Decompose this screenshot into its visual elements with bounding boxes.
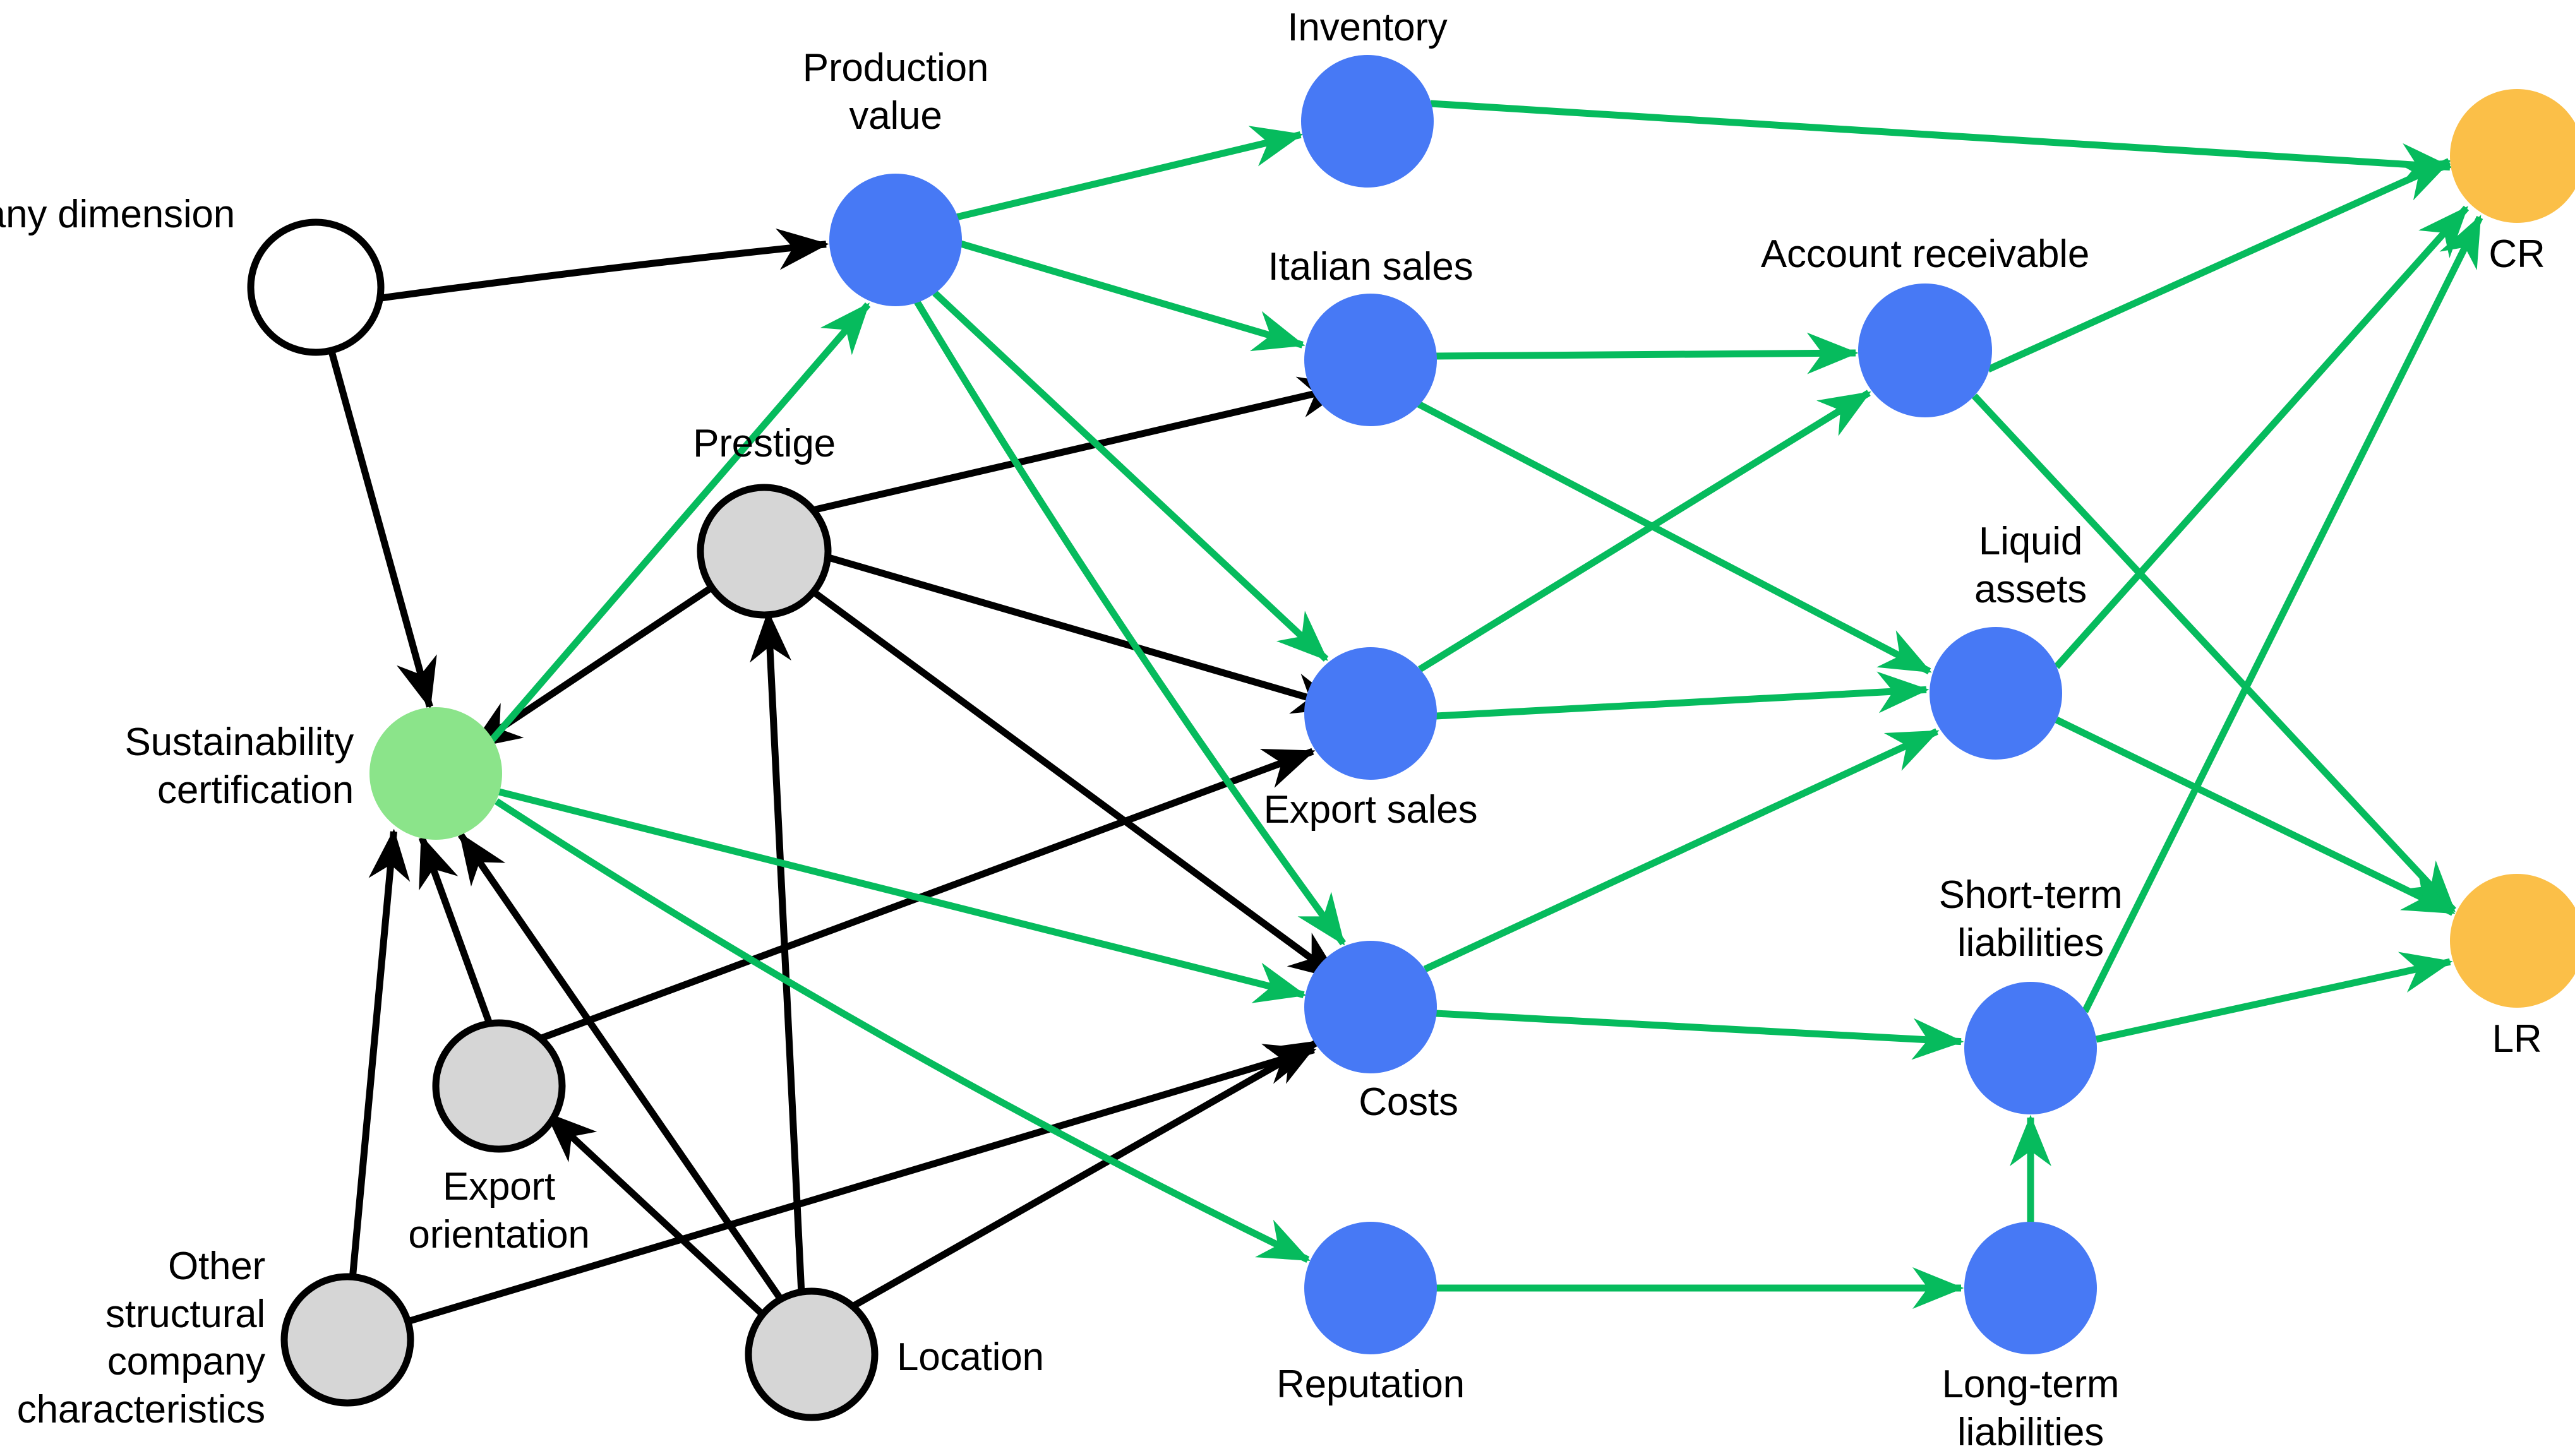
- graph-node-production-value[interactable]: [829, 174, 962, 306]
- edge-layer: [327, 100, 2483, 1326]
- node-label-line: Short-term: [1938, 873, 2123, 917]
- graph-edge: [327, 348, 437, 710]
- graph-node-liquid-assets[interactable]: [1930, 627, 2062, 760]
- node-label-line: value: [849, 93, 942, 138]
- node-label-line: Long-term: [1942, 1363, 2120, 1406]
- graph-node-sustainability-certification[interactable]: [369, 707, 502, 840]
- graph-edge: [1417, 401, 1932, 675]
- graph-node-export-orientation[interactable]: [432, 1019, 566, 1153]
- graph-node-export-sales[interactable]: [1304, 647, 1437, 780]
- node-label-line: Liquid: [1978, 520, 2083, 563]
- node-label-reputation: Reputation: [1276, 1361, 1465, 1409]
- node-label-line: CR: [2488, 232, 2545, 276]
- graph-edge: [1436, 1010, 1964, 1060]
- graph-edge: [349, 828, 411, 1280]
- graph-edge: [1430, 100, 2453, 185]
- graph-edge: [2095, 952, 2453, 1043]
- node-label-line: Costs: [1359, 1080, 1458, 1124]
- graph-edge: [418, 835, 494, 1027]
- graph-edge: [914, 300, 1347, 946]
- graph-edge: [376, 228, 829, 302]
- node-label-line: Prestige: [693, 422, 836, 465]
- graph-edge: [1436, 671, 1930, 720]
- graph-node-costs[interactable]: [1304, 941, 1437, 1073]
- node-label-line: LR: [2492, 1017, 2542, 1061]
- node-label-line: Sustainability: [124, 720, 354, 764]
- graph-edge: [823, 552, 1345, 714]
- graph-edge: [1971, 393, 2456, 913]
- graph-edge: [846, 1039, 1321, 1312]
- node-label-line: Other: [167, 1244, 265, 1288]
- node-label-line: company: [107, 1340, 265, 1384]
- graph-edge: [2053, 205, 2470, 669]
- node-label-inventory: Inventory: [1287, 4, 1447, 52]
- node-label-cr: CR: [2488, 230, 2545, 278]
- node-label-line: Company dimension: [0, 193, 235, 236]
- graph-edge: [959, 240, 1306, 352]
- graph-edge: [544, 1111, 769, 1321]
- graph-node-company-dimension[interactable]: [247, 218, 385, 356]
- graph-node-italian-sales[interactable]: [1304, 294, 1437, 426]
- graph-edge: [1423, 728, 1940, 972]
- graph-node-location[interactable]: [745, 1287, 879, 1421]
- node-label-line: Reputation: [1276, 1363, 1465, 1406]
- node-label-line: certification: [157, 768, 354, 812]
- node-label-lr: LR: [2492, 1015, 2542, 1063]
- node-label-line: Inventory: [1287, 6, 1448, 49]
- graph-node-long-term-liabilities[interactable]: [1964, 1222, 2097, 1354]
- graph-edge: [807, 586, 1341, 981]
- node-label-line: characteristics: [16, 1387, 265, 1431]
- graph-edge: [750, 610, 805, 1294]
- graph-edge: [932, 290, 1329, 662]
- node-layer: [247, 55, 2575, 1421]
- graph-edge: [1418, 390, 1871, 672]
- graph-edge: [404, 1044, 1317, 1326]
- graph-edge: [2055, 717, 2456, 916]
- node-label-account-receivable: Account receivable: [1761, 230, 2089, 278]
- graph-edge: [495, 798, 1311, 1263]
- node-label-line: orientation: [408, 1212, 590, 1256]
- node-label-line: Export sales: [1263, 788, 1478, 832]
- node-label-line: Italian sales: [1268, 245, 1474, 289]
- graph-node-prestige[interactable]: [697, 484, 832, 619]
- node-label-line: liabilities: [1957, 921, 2104, 965]
- graph-edge: [495, 787, 1307, 1003]
- node-label-line: assets: [1974, 567, 2087, 611]
- graph-edge: [1986, 158, 2452, 373]
- node-label-costs: Costs: [1359, 1078, 1458, 1126]
- graph-edge: [537, 748, 1316, 1043]
- graph-node-short-term-liabilities[interactable]: [1964, 982, 2097, 1114]
- node-label-line: Location: [897, 1335, 1044, 1379]
- graph-edge: [2082, 215, 2483, 1013]
- node-label-line: structural: [105, 1292, 265, 1336]
- graph-node-other-structural-company-characteristics[interactable]: [280, 1273, 414, 1407]
- graph-edge: [1436, 332, 1859, 374]
- graph-edge: [798, 376, 1351, 517]
- node-label-company-dimension: Company dimension: [0, 191, 235, 239]
- graph-edge: [488, 302, 871, 743]
- graph-node-inventory[interactable]: [1301, 55, 1434, 188]
- graph-node-account-receivable[interactable]: [1858, 283, 1992, 417]
- node-label-italian-sales: Italian sales: [1268, 243, 1474, 291]
- graph-node-cr[interactable]: [2450, 89, 2575, 223]
- node-label-export-sales: Export sales: [1264, 786, 1478, 834]
- graph-node-reputation[interactable]: [1304, 1222, 1437, 1354]
- graph-edge: [955, 126, 1304, 221]
- node-label-line: Export: [443, 1165, 555, 1208]
- node-label-prestige: Prestige: [693, 420, 836, 468]
- node-label-line: liabilities: [1957, 1410, 2104, 1454]
- graph-node-lr[interactable]: [2450, 874, 2575, 1008]
- node-label-line: Production: [802, 46, 989, 90]
- node-label-location: Location: [897, 1334, 1044, 1381]
- node-label-line: Account receivable: [1760, 232, 2090, 276]
